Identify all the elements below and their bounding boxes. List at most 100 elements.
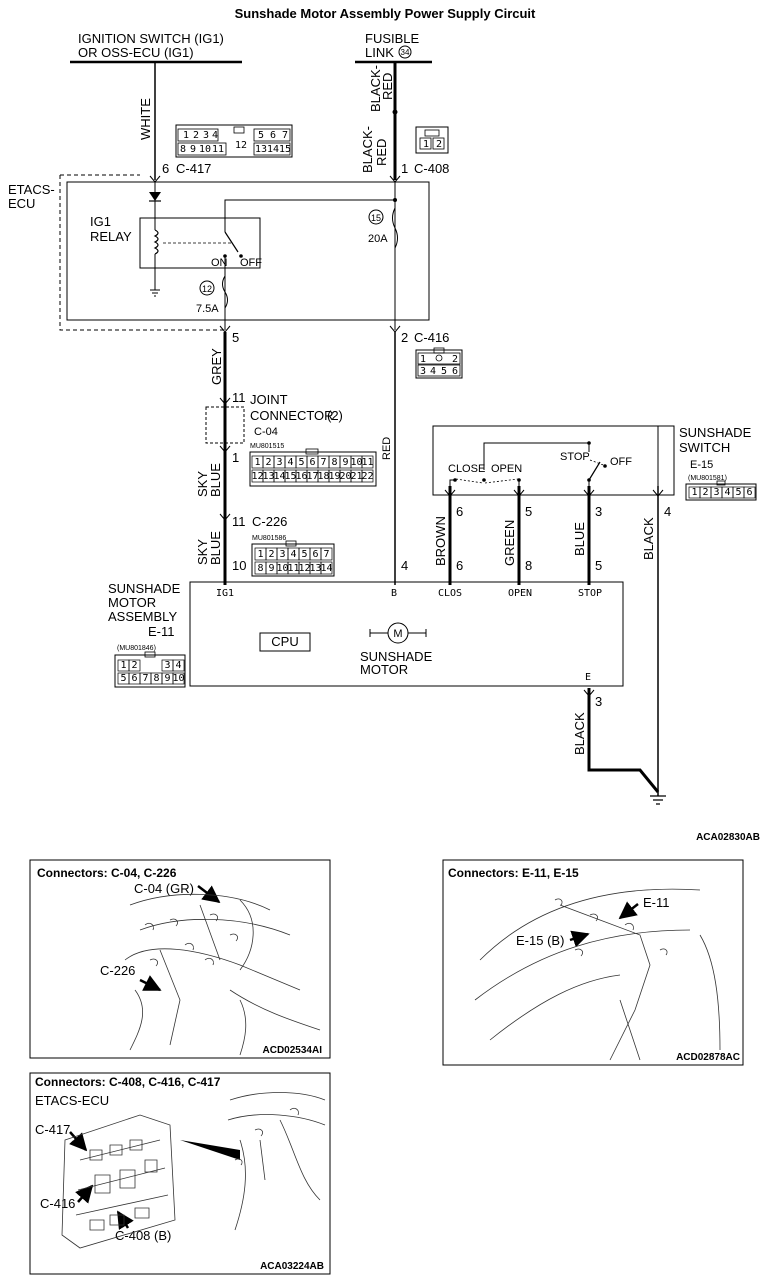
svg-text:2: 2 — [436, 139, 442, 150]
connector-cell — [361, 455, 374, 469]
svg-text:1: 1 — [420, 354, 426, 365]
fusible-number: 34 — [401, 48, 410, 57]
panel2-callout-e15: E-15 (B) — [516, 933, 564, 948]
svg-text:15: 15 — [279, 144, 291, 155]
connector-pin-number: 18 — [317, 471, 329, 482]
fusible-number-circle — [398, 45, 412, 59]
connector-pin-number: 4 — [287, 457, 293, 468]
relay-coil — [153, 229, 159, 255]
etacs-ecu-box — [66, 181, 430, 321]
motor-icon: M — [369, 622, 427, 644]
connector-pin-number: 8 — [257, 563, 263, 574]
connector-pin-number: 1 — [257, 549, 263, 560]
svg-text:8: 8 — [180, 144, 186, 155]
etacs-ecu-label2: ECU — [8, 196, 35, 211]
connector-panel-c408-c416-c417: Connectors: C-408, C-416, C-417 ETACS-EC… — [29, 1072, 331, 1275]
c416-code: C-416 — [414, 330, 449, 345]
joint-pin-bottom: 1 — [232, 450, 239, 465]
svg-text:6: 6 — [270, 130, 276, 141]
connector-cell — [320, 547, 333, 561]
connector-pin-number: 10 — [172, 673, 184, 684]
fuse15-symbol — [392, 207, 398, 249]
c04-code: C-04 — [254, 426, 278, 438]
connector-pin-number: 4 — [175, 660, 181, 671]
svg-text:9: 9 — [190, 144, 196, 155]
connector-pin-number: 7 — [142, 673, 148, 684]
fusible-link-line1: FUSIBLE — [365, 31, 420, 46]
c417-face: 1 2 3 4 5 6 7 8 9 10 11 12 13 14 15 — [175, 124, 293, 158]
sky-blue-2-line1: SKY — [195, 539, 210, 565]
black-red-mid-label2: RED — [374, 139, 389, 166]
svg-text:2: 2 — [452, 354, 458, 365]
grey-wire-label: GREY — [209, 348, 224, 385]
connector-pin-number: 19 — [328, 471, 340, 482]
e15-code: E-15 — [690, 459, 713, 471]
connector-panel-c04-c226: Connectors: C-04, C-226 C-04 (GR) C-226 … — [29, 859, 331, 1059]
relay-on-label: ON — [211, 257, 228, 269]
connector-pin-number: 6 — [309, 457, 315, 468]
ground-pin: 3 — [595, 694, 602, 709]
terminal-open: OPEN — [508, 588, 532, 599]
panel2-code: ACD02878AC — [676, 1052, 740, 1063]
connector-pin-number: 5 — [301, 549, 307, 560]
connector-pin-number: 3 — [276, 457, 282, 468]
connector-pin-number: 17 — [306, 471, 318, 482]
brown-wire-label: BROWN — [433, 516, 448, 566]
diode-symbol — [149, 192, 161, 201]
connector-pin-number: 11 — [287, 563, 299, 574]
connector-pin-number: 21 — [350, 471, 362, 482]
relay-switch-blade — [224, 231, 239, 253]
motor-pin-clos: 6 — [456, 558, 463, 573]
panel1-code: ACD02534AI — [263, 1045, 323, 1056]
fuse15-number: 15 — [371, 213, 381, 223]
connector-pin-number: 4 — [724, 487, 730, 498]
connector-pin-number: 9 — [268, 563, 274, 574]
connector-pin-number: 6 — [746, 487, 752, 498]
splice-dot — [392, 109, 398, 115]
connector-pin-number: 15 — [284, 471, 296, 482]
connector-pin-number: 5 — [120, 673, 126, 684]
panel3-subtitle: ETACS-ECU — [35, 1093, 109, 1108]
black-red-top-label2: RED — [380, 73, 395, 100]
fuse12-number: 12 — [202, 284, 212, 294]
joint-number: (2) — [327, 408, 343, 423]
diagram-code: ACA02830AB — [696, 832, 760, 843]
connector-cell — [172, 672, 185, 685]
green-wire-label: GREEN — [502, 520, 517, 566]
svg-text:5: 5 — [258, 130, 264, 141]
motor-pin-b: 4 — [401, 558, 408, 573]
panel3-callout-c417: C-417 — [35, 1122, 70, 1137]
white-wire-label: WHITE — [138, 98, 153, 140]
sky-blue-1-line2: BLUE — [208, 463, 223, 497]
connector-pin-number: 2 — [268, 549, 274, 560]
sky-blue-1-line1: SKY — [195, 471, 210, 497]
sunshade-switch-label2: SWITCH — [679, 440, 730, 455]
switch-stop-label: STOP — [560, 451, 590, 463]
connector-pin-number: 22 — [361, 471, 373, 482]
svg-text:6: 6 — [452, 366, 458, 377]
svg-text:5: 5 — [441, 366, 447, 377]
svg-text:1: 1 — [183, 130, 189, 141]
ig1-relay-label2: RELAY — [90, 229, 132, 244]
motor-pin-open: 8 — [525, 558, 532, 573]
black-red-top-label1: BLACK- — [368, 65, 383, 112]
switch-off-label: OFF — [610, 456, 632, 468]
motor-assembly-label1: SUNSHADE — [108, 581, 181, 596]
connector-pin-number: 5 — [298, 457, 304, 468]
switch-pin-open: 5 — [525, 504, 532, 519]
black-ground-wire-label: BLACK — [572, 712, 587, 755]
joint-label1: JOINT — [250, 392, 288, 407]
ecu-dashed-outline — [59, 174, 224, 331]
motor-pin-stop: 5 — [595, 558, 602, 573]
svg-text:11: 11 — [212, 144, 224, 155]
svg-text:2: 2 — [193, 130, 199, 141]
c408-code: C-408 — [414, 161, 449, 176]
motor-assembly-box — [189, 581, 624, 687]
connector-pin-number: 1 — [254, 457, 260, 468]
connector-pin-number: 14 — [320, 563, 332, 574]
connector-pin-number: 9 — [342, 457, 348, 468]
